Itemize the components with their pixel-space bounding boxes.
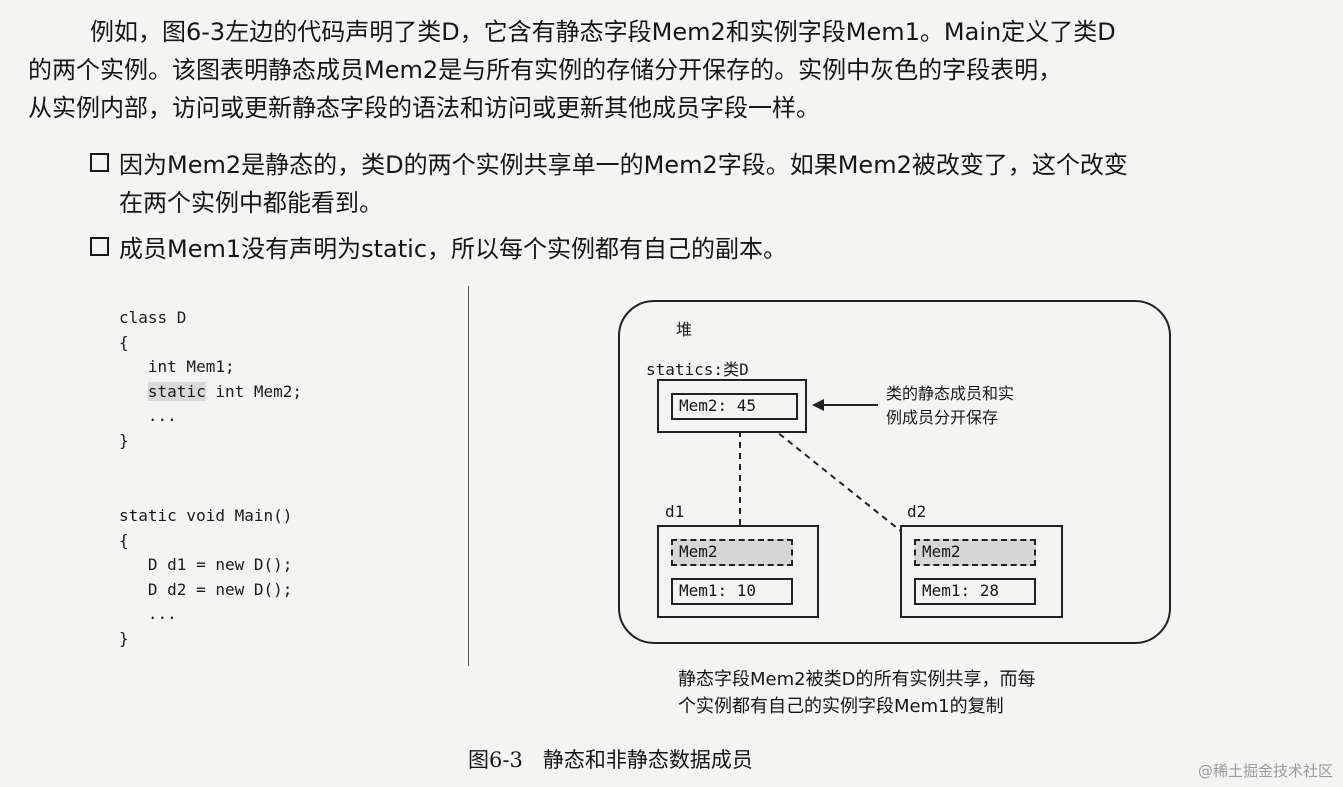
bullet-item-1: 因为Mem2是静态的，类D的两个实例共享单一的Mem2字段。如果Mem2被改变了… bbox=[90, 146, 1320, 222]
bullet-text-2: 成员Mem1没有声明为static，所以每个实例都有自己的副本。 bbox=[119, 235, 788, 263]
instance-d2-mem1-field: Mem1: 28 bbox=[914, 578, 1036, 605]
bullet-text-1b: 在两个实例中都能看到。 bbox=[119, 189, 383, 217]
instance-d1-mem1-field: Mem1: 10 bbox=[671, 578, 793, 605]
instance-d2-shared-field: Mem2 bbox=[914, 539, 1036, 566]
code-line: D d1 = new D(); bbox=[119, 555, 293, 575]
statics-mem2-field: Mem2: 45 bbox=[671, 393, 798, 420]
statics-label: statics:类D bbox=[646, 360, 749, 379]
bullet-text-1a: 因为Mem2是静态的，类D的两个实例共享单一的Mem2字段。如果Mem2被改变了… bbox=[119, 151, 1128, 179]
code-listing-class: class D { int Mem1; static int Mem2; ...… bbox=[119, 308, 302, 456]
annotation-line-2: 例成员分开保存 bbox=[886, 408, 999, 427]
code-line-rest: int Mem2; bbox=[205, 381, 303, 401]
figure-title: 图6-3 静态和非静态数据成员 bbox=[468, 748, 753, 772]
code-line: static void Main() bbox=[119, 506, 293, 525]
checkbox-icon bbox=[90, 153, 109, 172]
code-line: { bbox=[119, 332, 129, 352]
code-line: ... bbox=[119, 406, 177, 426]
paragraph-line-1: 例如，图6-3左边的代码声明了类D，它含有静态字段Mem2和实例字段Mem1。M… bbox=[90, 18, 1116, 46]
code-line: } bbox=[119, 628, 129, 648]
paragraph-line-3: 从实例内部，访问或更新静态字段的语法和访问或更新其他成员字段一样。 bbox=[28, 94, 820, 122]
figure-caption: 静态字段Mem2被类D的所有实例共享，而每 个实例都有自己的实例字段Mem1的复… bbox=[678, 666, 1035, 720]
watermark: @稀土掘金技术社区 bbox=[1197, 762, 1333, 780]
code-line: D d2 = new D(); bbox=[119, 579, 293, 599]
caption-line-1: 静态字段Mem2被类D的所有实例共享，而每 bbox=[678, 669, 1036, 690]
caption-line-2: 个实例都有自己的实例字段Mem1的复制 bbox=[678, 696, 1004, 717]
heap-label: 堆 bbox=[676, 320, 693, 339]
code-line: { bbox=[119, 530, 129, 550]
code-line: static int Mem2; bbox=[119, 381, 303, 407]
instance-d1-label: d1 bbox=[665, 502, 685, 521]
code-line: class D bbox=[119, 308, 187, 327]
heap-container bbox=[618, 300, 1171, 644]
vertical-divider bbox=[468, 286, 469, 666]
paragraph-line-2: 的两个实例。该图表明静态成员Mem2是与所有实例的存储分开保存的。实例中灰色的字… bbox=[28, 56, 1063, 84]
arrow-head-icon bbox=[812, 399, 824, 411]
checkbox-icon bbox=[90, 237, 109, 256]
instance-d1-shared-field: Mem2 bbox=[671, 539, 793, 566]
code-line: } bbox=[119, 430, 129, 450]
code-line: ... bbox=[119, 604, 177, 624]
instance-d2-label: d2 bbox=[907, 502, 927, 521]
annotation-line-1: 类的静态成员和实 bbox=[886, 384, 1015, 403]
static-keyword-highlight: static bbox=[147, 381, 206, 401]
dashed-link-d2 bbox=[761, 419, 913, 541]
code-line: int Mem1; bbox=[119, 357, 235, 377]
bullet-item-2: 成员Mem1没有声明为static，所以每个实例都有自己的副本。 bbox=[90, 230, 1320, 268]
code-listing-main: static void Main() { D d1 = new D(); D d… bbox=[119, 506, 292, 654]
annotation-text: 类的静态成员和实 例成员分开保存 bbox=[886, 382, 1014, 430]
